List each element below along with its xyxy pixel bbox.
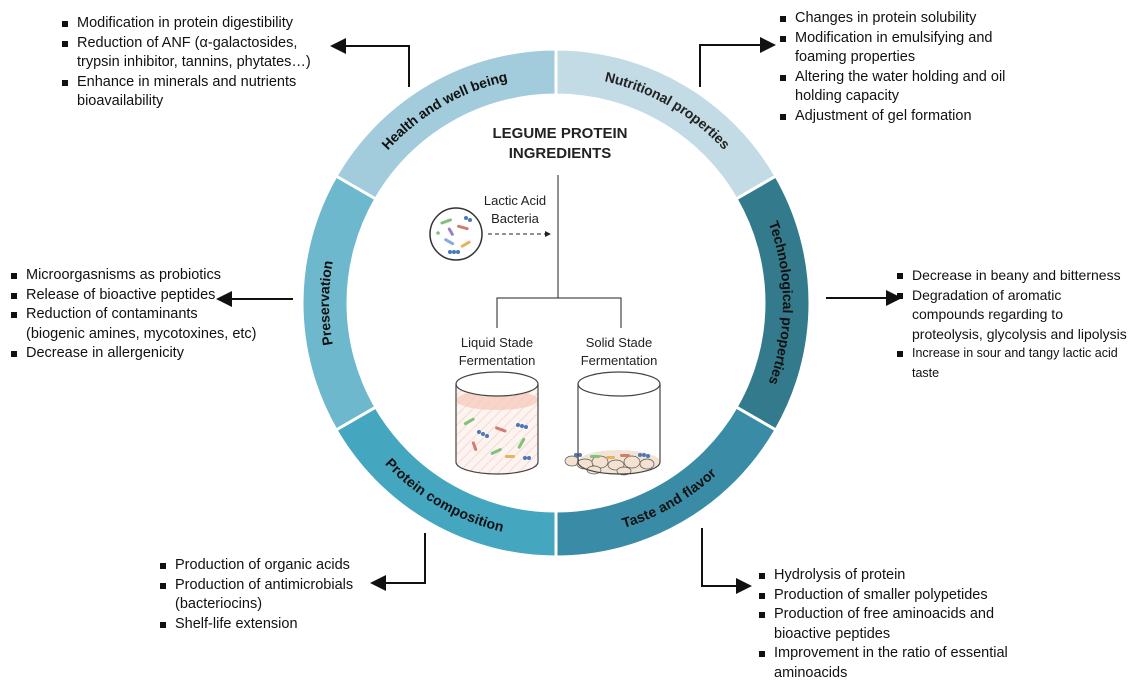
liquid-beaker (456, 372, 538, 474)
list-item: Changes in protein solubility (778, 9, 1005, 29)
ring-segment-technological (736, 176, 810, 430)
preservation-list: Production of organic acids Production o… (158, 556, 353, 634)
list-item: Modification in emulsifying and (778, 29, 1005, 49)
list-item: Altering the water holding and oil (778, 68, 1005, 88)
taste-list: Decrease in beany and bitterness Degrada… (895, 266, 1127, 383)
list-item: Decrease in allergenicity (9, 344, 257, 364)
list-item: Enhance in minerals and nutrients (60, 73, 311, 93)
list-item: Increase in sour and tangy lactic acid (895, 344, 1127, 364)
health-list: Microorgasnisms as probiotics Release of… (9, 266, 257, 364)
solid-fermentation-label: Solid Stade Fermentation (569, 334, 669, 370)
list-item: Microorgasnisms as probiotics (9, 266, 257, 286)
list-item: taste (895, 364, 1127, 384)
list-item: Hydrolysis of protein (757, 566, 1008, 586)
list-item: holding capacity (778, 87, 1005, 107)
list-item: Adjustment of gel formation (778, 107, 1005, 127)
list-item: Improvement in the ratio of essential (757, 644, 1008, 664)
bacteria-label: Lactic Acid Bacteria (470, 192, 560, 228)
list-item: Decrease in beany and bitterness (895, 266, 1127, 286)
list-item: Production of smaller polypetides (757, 586, 1008, 606)
arrow-technological (700, 45, 772, 87)
list-item: compounds regarding to (895, 305, 1127, 325)
bacteria-label-line-1: Lactic Acid (470, 192, 560, 210)
list-item: bioactive peptides (757, 625, 1008, 645)
solid-label-line-2: Fermentation (569, 352, 669, 370)
arrow-preservation (374, 533, 425, 583)
liquid-fermentation-label: Liquid Stade Fermentation (447, 334, 547, 370)
list-item: aminoacids (757, 664, 1008, 683)
arrow-protein (702, 528, 748, 586)
list-item: Release of bioactive peptides (9, 286, 257, 306)
list-item: Reduction of ANF (α-galactosides, (60, 34, 311, 54)
list-item: Modification in protein digestibility (60, 14, 311, 34)
arrow-nutritional (334, 46, 409, 87)
protein-list: Hydrolysis of protein Production of smal… (757, 566, 1008, 683)
list-item: proteolysis, glycolysis and lipolysis (895, 325, 1127, 345)
list-item: (bacteriocins) (158, 595, 353, 615)
nutritional-list: Modification in protein digestibility Re… (60, 14, 311, 112)
center-title-line-1: LEGUME PROTEIN (470, 124, 650, 144)
list-item: Shelf-life extension (158, 615, 353, 635)
list-item: Production of organic acids (158, 556, 353, 576)
list-item: Production of free aminoacids and (757, 605, 1008, 625)
ring-segment-taste (556, 407, 776, 557)
list-item: Production of antimicrobials (158, 576, 353, 596)
solid-beaker (565, 372, 660, 475)
liquid-label-line-1: Liquid Stade (447, 334, 547, 352)
center-title: LEGUME PROTEIN INGREDIENTS (470, 124, 650, 164)
ring-segment-preservation (302, 176, 376, 430)
liquid-label-line-2: Fermentation (447, 352, 547, 370)
list-item: bioavailability (60, 92, 311, 112)
bacteria-label-line-2: Bacteria (470, 210, 560, 228)
center-title-line-2: INGREDIENTS (470, 144, 650, 164)
list-item: foaming properties (778, 48, 1005, 68)
solid-label-line-1: Solid Stade (569, 334, 669, 352)
list-item: trypsin inhibitor, tannins, phytates…) (60, 53, 311, 73)
list-item: (biogenic amines, mycotoxines, etc) (9, 325, 257, 345)
list-item: Degradation of aromatic (895, 286, 1127, 306)
technological-list: Changes in protein solubility Modificati… (778, 9, 1005, 126)
list-item: Reduction of contaminants (9, 305, 257, 325)
